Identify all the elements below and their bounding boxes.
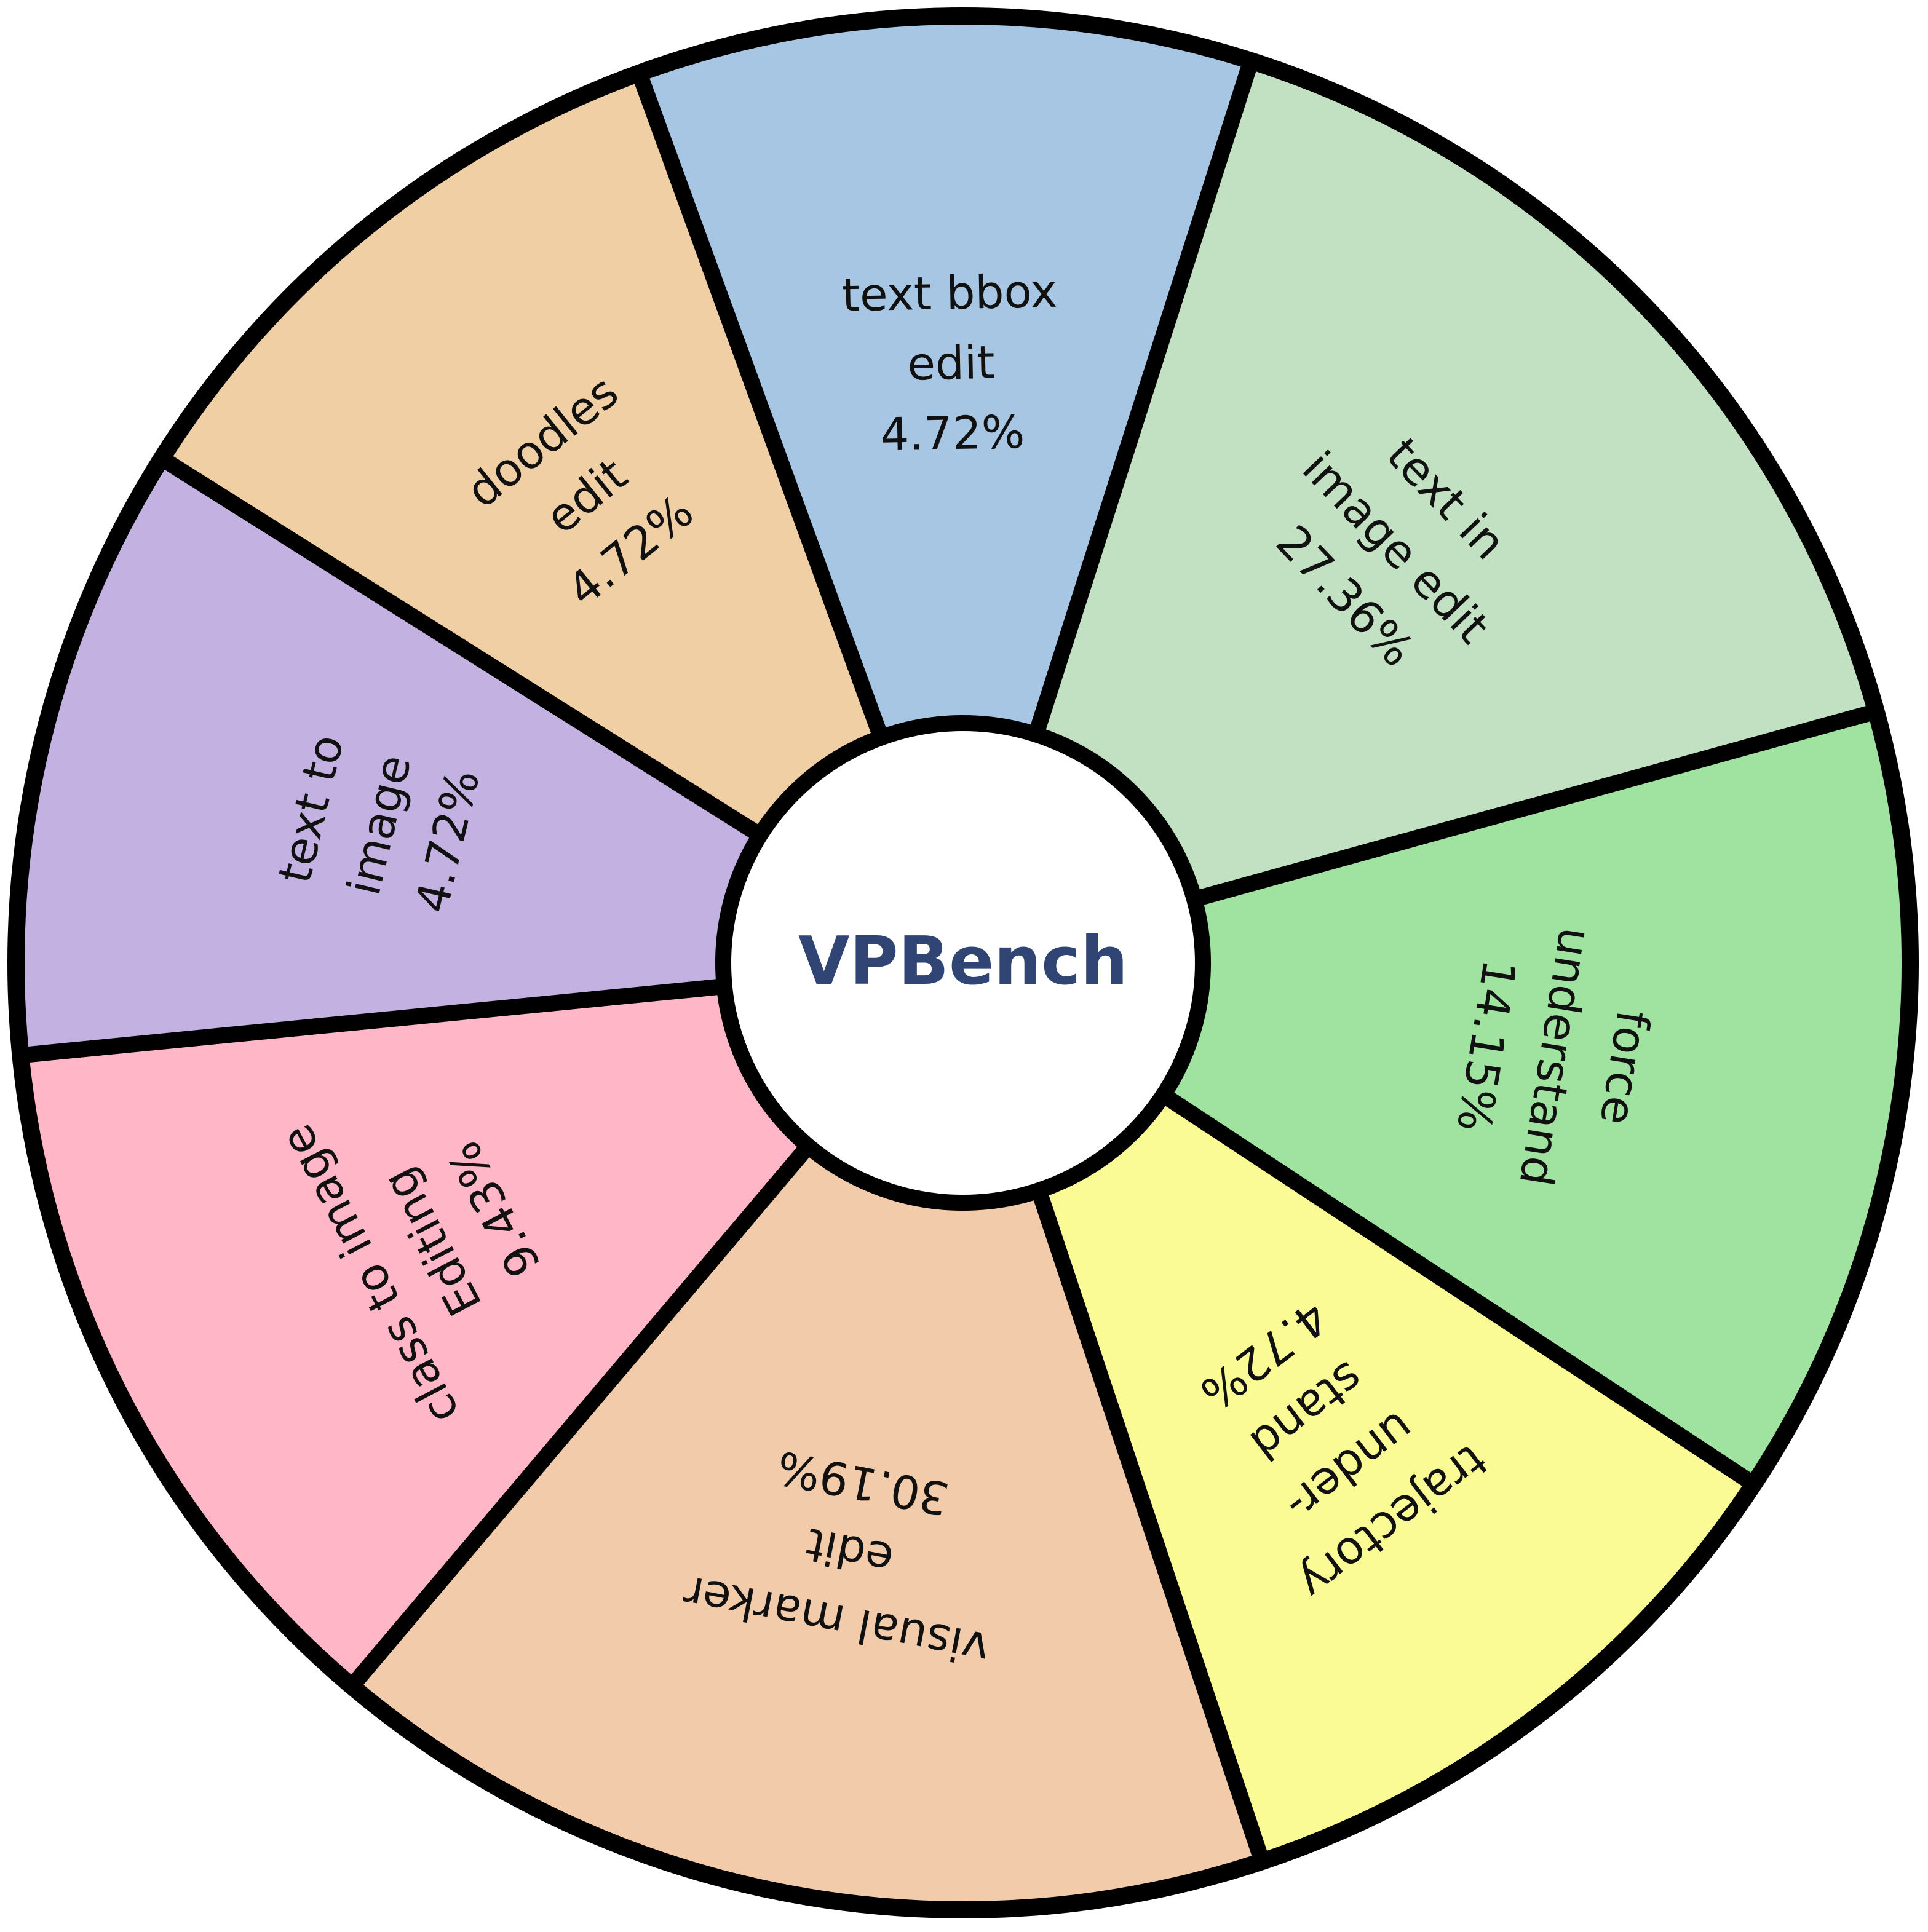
slice-label-line: text bbox (841, 265, 1058, 322)
center-hole (715, 715, 1211, 1211)
outer-ring (7, 7, 1919, 1918)
slice-label-line: edit (907, 336, 996, 391)
slice-label: text bbox edit 4.72% (841, 265, 1061, 462)
slice-label-line: 4.72% (879, 406, 1025, 462)
chart-title: VPBench (798, 923, 1128, 1000)
